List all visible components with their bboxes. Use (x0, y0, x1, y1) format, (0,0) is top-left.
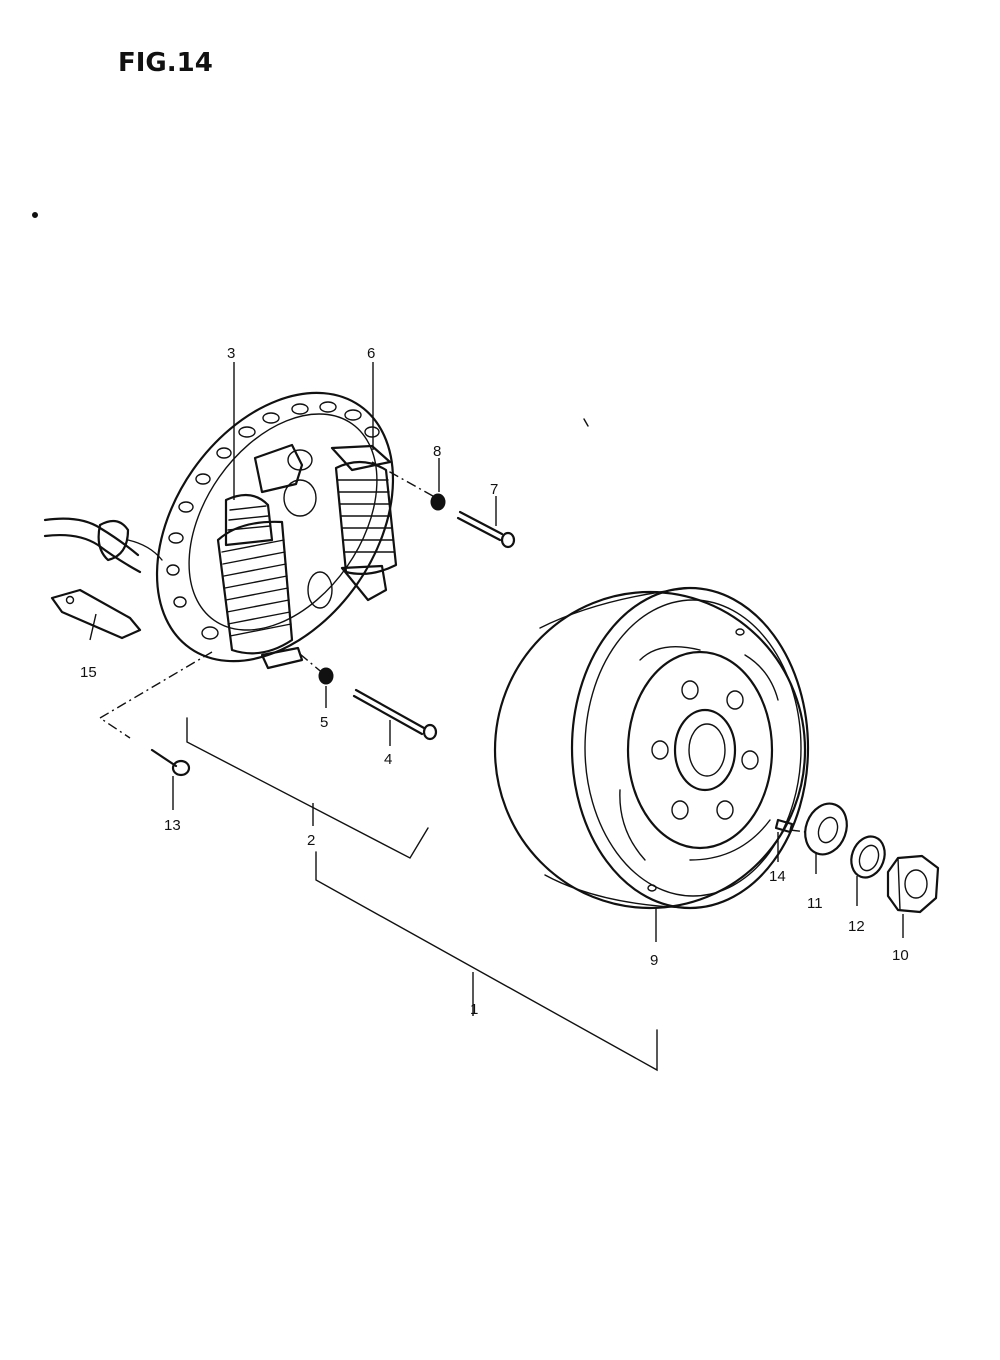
callout-8: 8 (433, 443, 441, 460)
callout-14: 14 (769, 868, 786, 885)
stray-dot (32, 212, 38, 218)
assembly-lines (98, 461, 807, 833)
stator-plate-assembly (43, 391, 398, 670)
stator-mounting-screw (150, 748, 191, 777)
wire-grommet (97, 519, 130, 562)
rotor-hub-ring (626, 650, 774, 850)
callout-9: 9 (650, 952, 658, 969)
group-bracket-2 (186, 717, 429, 859)
stator-plate-slots (166, 401, 380, 640)
callout-13: 13 (164, 817, 181, 834)
callout-11: 11 (807, 895, 823, 912)
flywheel-washer (804, 802, 848, 856)
woodruff-key (774, 818, 794, 834)
ignition-coil-right (330, 444, 398, 602)
rotor-hub-holes (651, 680, 759, 820)
contact-breaker-bracket (253, 443, 304, 494)
callout-12: 12 (848, 918, 865, 935)
callout-2: 2 (307, 832, 315, 849)
figure-title: FIG.14 (118, 48, 213, 78)
wire-clamp (50, 588, 142, 640)
callout-6: 6 (367, 345, 375, 362)
callout-labels: 3 6 8 7 15 5 4 13 2 1 9 14 11 12 10 (80, 345, 909, 1018)
coil-screw-upper (456, 510, 516, 549)
stray-mark (583, 418, 589, 427)
callout-4: 4 (384, 751, 392, 768)
callout-1: 1 (470, 1001, 478, 1018)
callout-15: 15 (80, 664, 97, 681)
callout-7: 7 (490, 481, 498, 498)
rotor-center-bore (673, 708, 737, 792)
stator-plate-outline (155, 391, 395, 663)
coil-washer-upper (430, 493, 446, 511)
callout-5: 5 (320, 714, 328, 731)
ignition-coil-top-clip (330, 444, 392, 472)
flywheel-rotor (493, 586, 810, 910)
ignition-coil-bottom-clip (340, 564, 388, 602)
flywheel-nut (886, 854, 940, 914)
group-bracket-1 (315, 851, 658, 1072)
stator-center-hole (283, 479, 317, 517)
callout-10: 10 (892, 947, 909, 964)
lighting-coil-left (216, 493, 304, 670)
rotor-back-rim (493, 590, 807, 910)
coil-screw-lower (352, 688, 438, 741)
coil-washer-lower (318, 667, 334, 685)
leader-lines (89, 362, 904, 1016)
flywheel-spring-washer (850, 835, 886, 879)
coil-mount-foot (260, 646, 304, 670)
callout-3: 3 (227, 345, 235, 362)
